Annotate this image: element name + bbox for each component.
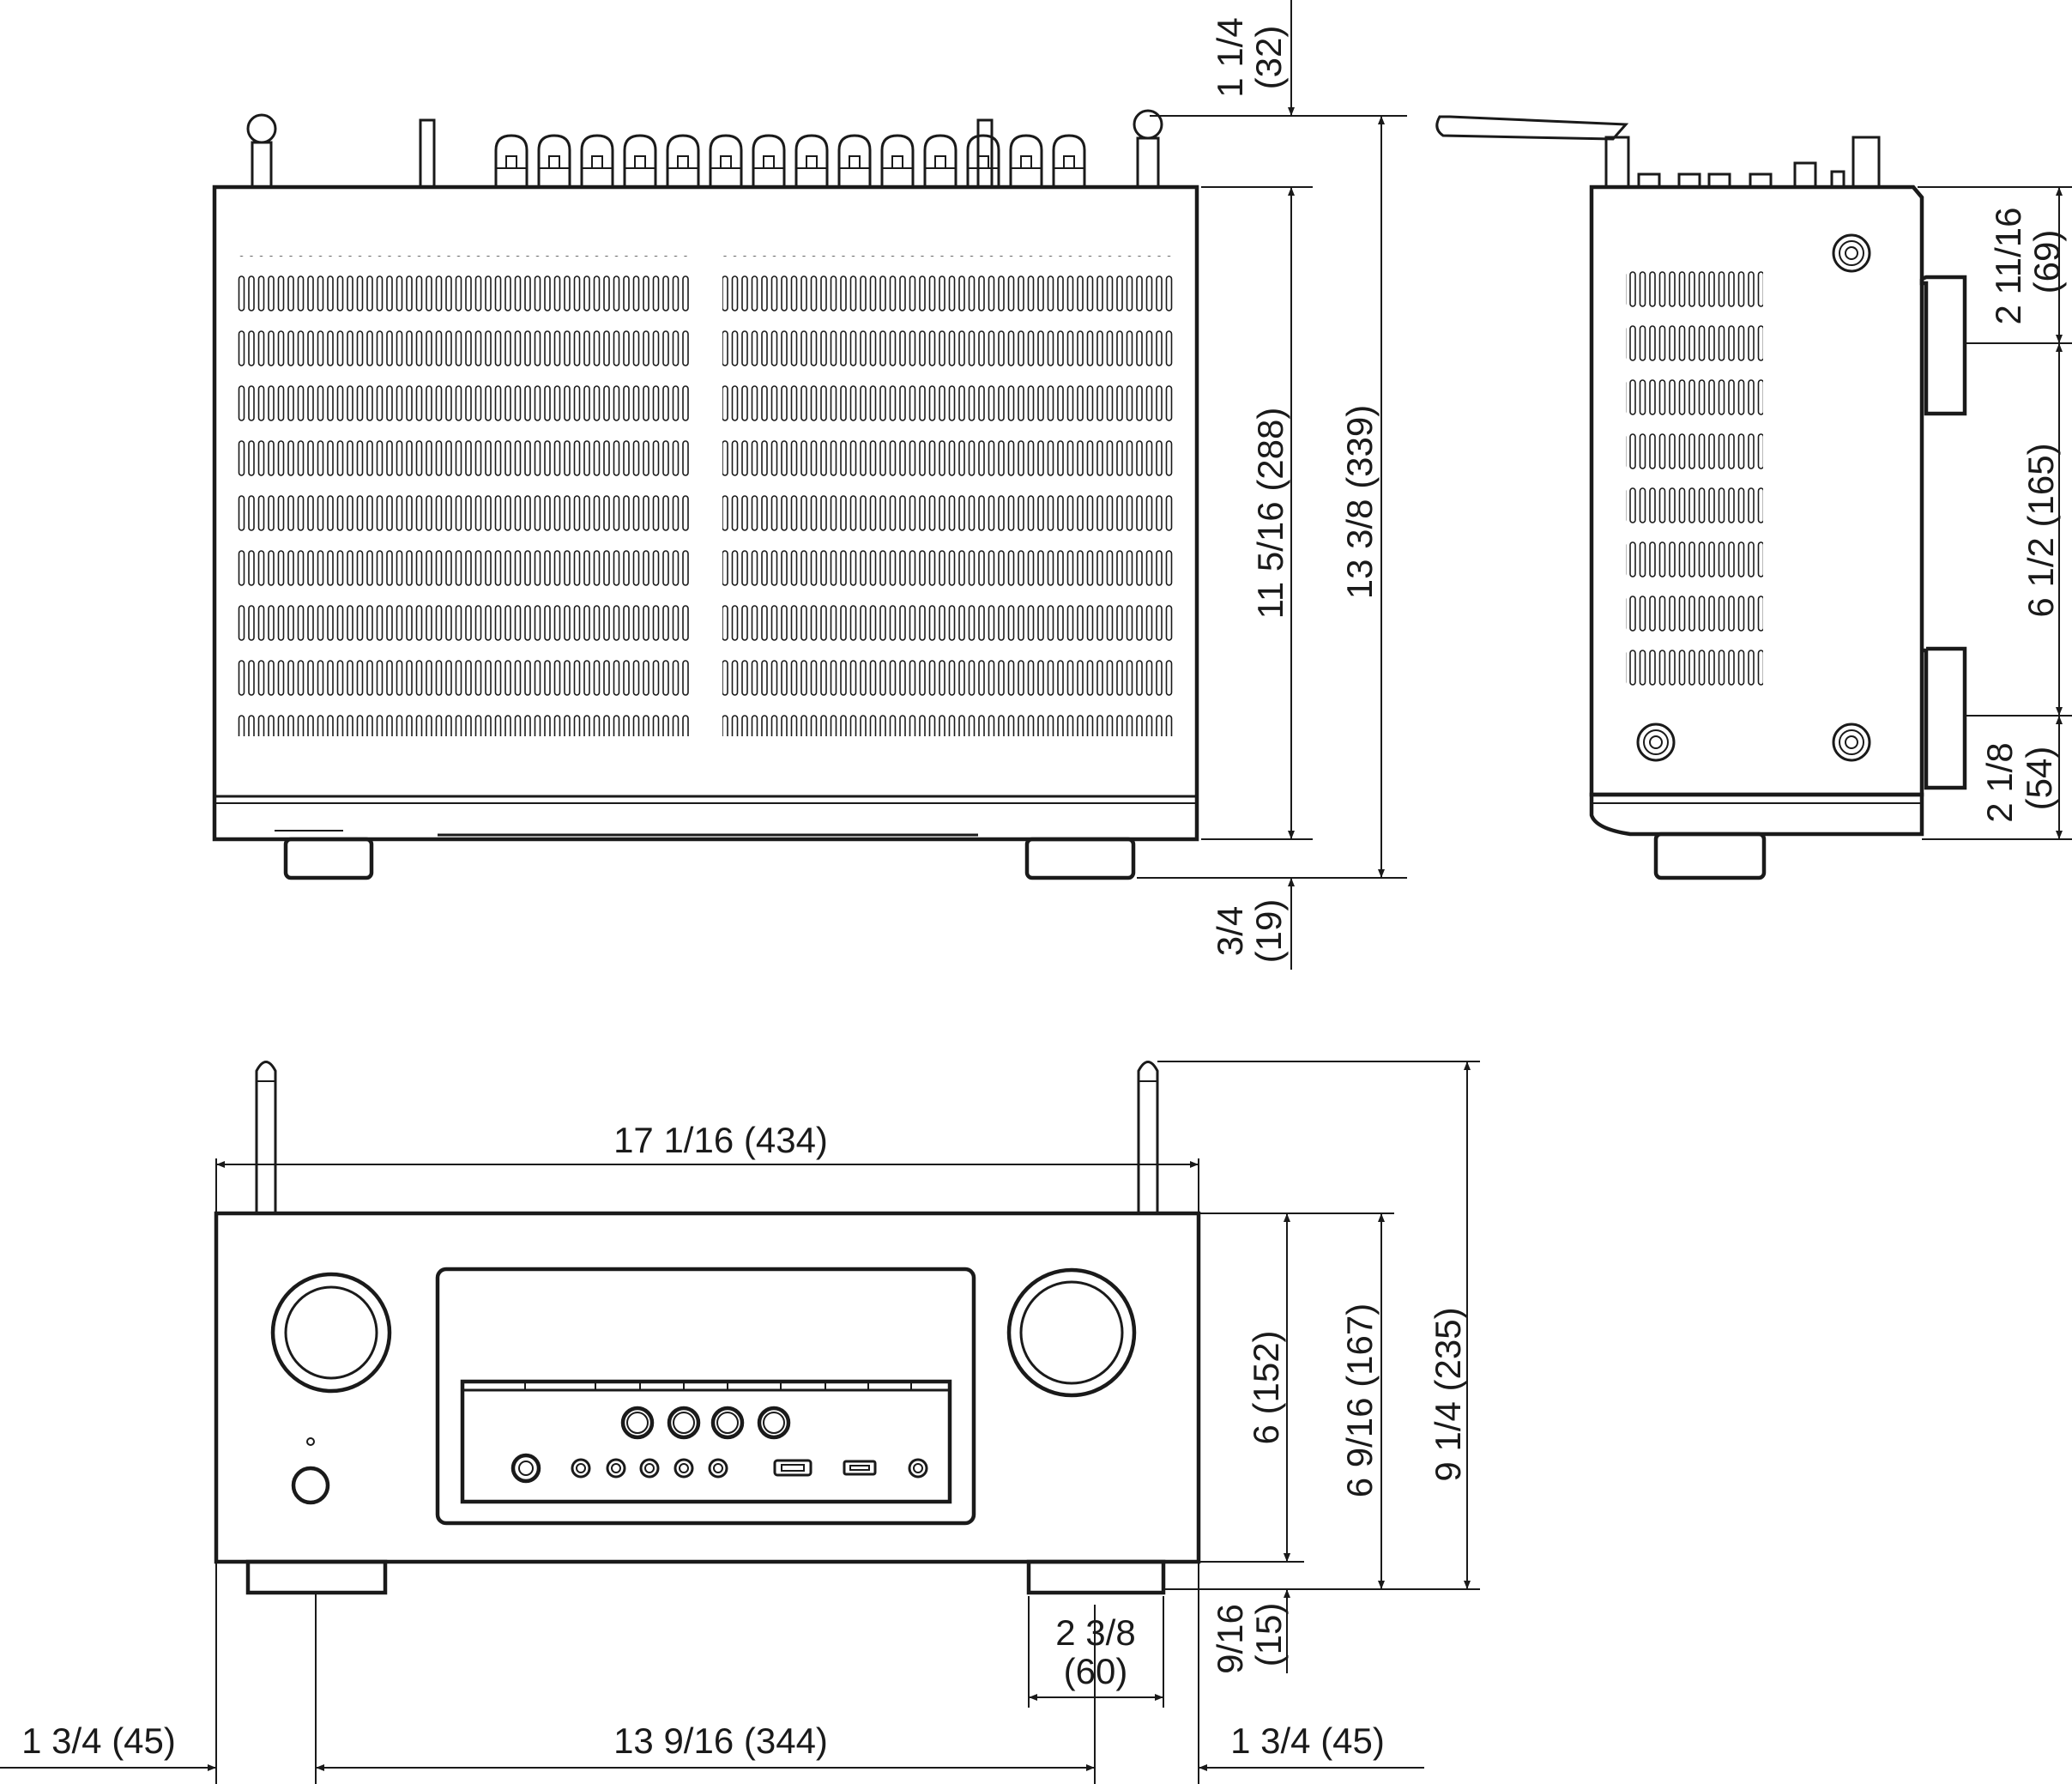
top-view-dimension-lines xyxy=(1288,0,1385,970)
speaker-terminal xyxy=(880,134,915,187)
speaker-terminal xyxy=(709,134,743,187)
total-depth-label: 13 3/8 (339) xyxy=(1339,405,1380,600)
speaker-terminal xyxy=(794,134,829,187)
rear-speaker-terminals xyxy=(494,134,1086,187)
right-offset-label: 1 3/4 (45) xyxy=(1230,1721,1385,1761)
top-view-feet xyxy=(283,837,1136,880)
side-top-segment-label: 2 11/16 xyxy=(1988,207,2028,324)
rear-antenna-stub-left xyxy=(246,113,436,189)
side-vent-grille xyxy=(1626,257,1763,686)
speaker-terminal xyxy=(923,134,957,187)
side-middle-segment-label: 6 1/2 (165) xyxy=(2021,443,2061,617)
speaker-terminal xyxy=(752,134,786,187)
speaker-terminal xyxy=(623,134,657,187)
connector-height-label: 1 1/4 xyxy=(1210,17,1250,97)
foot-height-mm-label: (15) xyxy=(1248,1603,1289,1667)
side-rear-handles xyxy=(1919,275,1967,790)
speaker-terminal xyxy=(666,134,700,187)
speaker-terminal xyxy=(1009,134,1043,187)
foot-depth-mm-label: (19) xyxy=(1248,899,1289,964)
rear-antenna-stub-right xyxy=(976,109,1163,189)
front-view: 17 1/16 (434) 6 (152) 6 9/16 (167) 9 1/4… xyxy=(0,1061,1480,1784)
front-control-buttons xyxy=(620,1406,791,1440)
power-button xyxy=(291,1466,330,1505)
volume-knob-left xyxy=(270,1272,392,1394)
side-screws xyxy=(1636,233,1871,762)
side-top-segment-mm-label: (69) xyxy=(2027,230,2067,294)
side-view: 2 11/16 (69) 6 1/2 (165) 2 1/8 (54) xyxy=(1435,115,2072,880)
volume-knob-right xyxy=(1006,1267,1137,1398)
speaker-terminal xyxy=(494,134,529,187)
left-offset-label: 1 3/4 (45) xyxy=(21,1721,176,1761)
foot-spacing-label: 13 9/16 (344) xyxy=(613,1721,828,1761)
side-bottom-segment-mm-label: (54) xyxy=(2019,747,2059,811)
top-vent-grille-left xyxy=(237,256,690,736)
front-width-label: 17 1/16 (434) xyxy=(613,1120,828,1160)
top-view: 1 1/4 (32) 11 5/16 (288) 13 3/8 (339) 3/… xyxy=(212,0,1407,970)
foot-height-label: 9/16 xyxy=(1210,1604,1250,1674)
top-vent-grille-right xyxy=(722,256,1174,736)
front-view-dimension-lines xyxy=(0,1061,1471,1771)
front-height-with-feet-label: 6 9/16 (167) xyxy=(1339,1303,1380,1498)
speaker-terminal xyxy=(580,134,614,187)
side-antenna xyxy=(1435,115,1630,189)
side-view-foot xyxy=(1653,832,1767,880)
foot-width-label: 2 3/8 xyxy=(1055,1612,1135,1653)
side-bottom-segment-label: 2 1/8 xyxy=(1979,742,2020,822)
connector-height-mm-label: (32) xyxy=(1248,26,1289,90)
foot-depth-label: 3/4 xyxy=(1210,906,1250,956)
front-height-with-antenna-label: 9 1/4 (235) xyxy=(1428,1307,1468,1481)
front-input-jacks xyxy=(510,1453,928,1484)
top-view-body xyxy=(212,184,1199,842)
front-antennas xyxy=(255,1061,1159,1213)
front-view-extension-lines xyxy=(215,1061,1480,1784)
side-rear-connectors xyxy=(1637,136,1881,189)
foot-width-mm-label: (60) xyxy=(1064,1651,1128,1691)
side-view-extension-lines xyxy=(1918,186,2072,840)
front-body-height-label: 6 (152) xyxy=(1246,1330,1286,1444)
speaker-terminal xyxy=(837,134,872,187)
speaker-terminal xyxy=(537,134,571,187)
speaker-terminal xyxy=(1052,134,1086,187)
front-view-body xyxy=(214,1211,1201,1564)
body-depth-label: 11 5/16 (288) xyxy=(1250,408,1290,620)
front-view-feet xyxy=(245,1559,1166,1595)
front-door-panel xyxy=(460,1379,952,1504)
speaker-terminal xyxy=(966,134,1000,187)
display-panel xyxy=(435,1267,976,1526)
standby-indicator xyxy=(306,1437,315,1446)
